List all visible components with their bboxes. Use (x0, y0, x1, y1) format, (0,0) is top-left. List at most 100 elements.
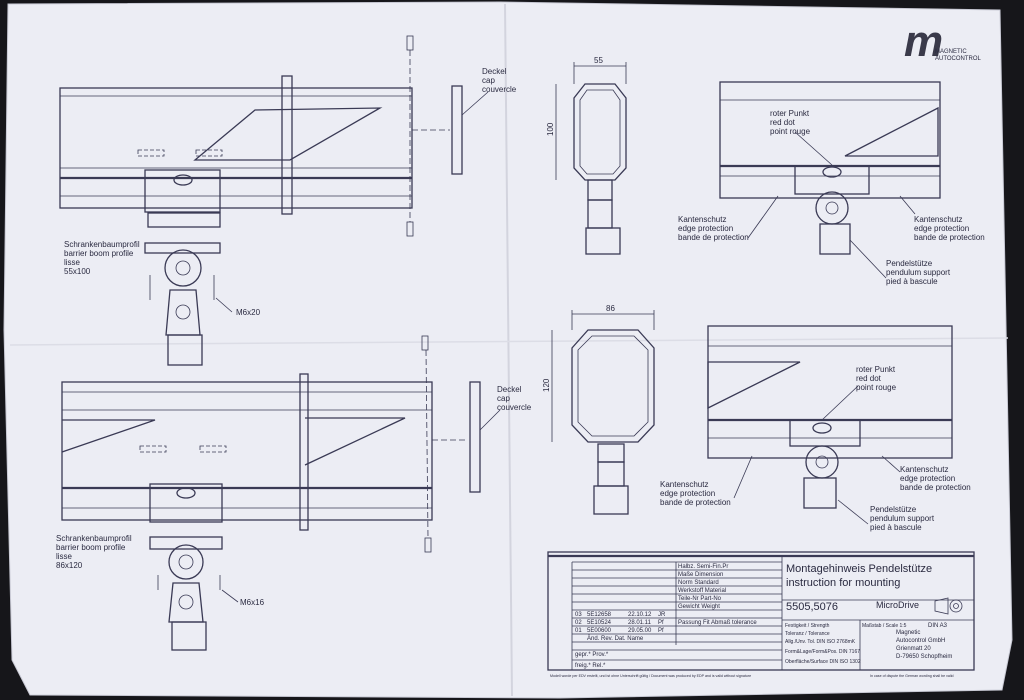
strap (299, 373, 309, 531)
edge-left-de: Kantenschutz (660, 480, 708, 489)
drawing-title-de: Montagehinweis Pendelstütze (786, 563, 932, 575)
profile-label-fr: lisse (64, 258, 81, 267)
company-city: D-79650 Schopfheim (896, 654, 952, 660)
top-left-boom-view: Deckel cap couvercle Schrankenbaumprofil… (59, 35, 517, 366)
red-dot-marker (812, 422, 832, 434)
red-dot-label-en: red dot (856, 374, 882, 383)
red-dot-label-en: red dot (770, 118, 796, 127)
drawing-title-en: instruction for mounting (786, 577, 900, 589)
drawing-number: 5505,5076 (786, 601, 838, 613)
company-street: Grienmatt 20 (896, 646, 931, 652)
bottom-right-mounting-view: roter Punkt red dot point rouge Kantensc… (660, 325, 971, 532)
spec-strength: Festigkeit / Strength (785, 623, 830, 629)
edge-right-de: Kantenschutz (900, 465, 948, 474)
cap-label-en: cap (482, 76, 495, 85)
paper-fold-horizontal (9, 337, 1009, 346)
row-standard: Norm Standard (678, 580, 719, 586)
edge-right-fr: bande de protection (900, 483, 971, 492)
cap-label-fr: couvercle (497, 403, 532, 412)
paper-fold (504, 3, 513, 697)
edge-right-en: edge protection (900, 474, 955, 483)
row-dimension: Maße Dimension (678, 572, 723, 578)
profile-octagon (573, 83, 627, 181)
company-logo: m MAGNETIC AUTOCONTROL (904, 17, 982, 66)
cap-label-de: Deckel (482, 67, 507, 76)
spec-form-position: Form&Lage/Form&Pos. DIN 7167 (785, 649, 860, 655)
cap-part (469, 381, 481, 493)
profile-label-size: 86x120 (56, 561, 83, 570)
spec-tolerance: Toleranz / Tolerance (785, 631, 830, 637)
profile-label-en: barrier boom profile (56, 543, 126, 552)
top-cross-section: 55 100 (546, 56, 627, 255)
pendulum-head (164, 249, 202, 287)
pendulum-en: pendulum support (886, 268, 951, 277)
rev1-index: 01 (575, 628, 582, 634)
rev3-number: 5E12658 (587, 612, 612, 618)
company-name: Magnetic (896, 630, 920, 636)
top-right-mounting-view: roter Punkt red dot point rouge Kantensc… (678, 81, 985, 286)
red-dot-label-de: roter Punkt (770, 109, 810, 118)
rev2-number: 5E10524 (587, 620, 612, 626)
boom-profile-outline (59, 87, 413, 209)
row-semi-finished: Halbz. Semi-Fin.Pr (678, 564, 728, 570)
pendulum-de: Pendelstütze (870, 505, 917, 514)
logo-line2: AUTOCONTROL (935, 56, 982, 62)
red-dot-marker (176, 487, 196, 499)
row-weight: Gewicht Weight (678, 604, 720, 610)
pendulum-en: pendulum support (870, 514, 935, 523)
projection-symbol-icon (934, 597, 963, 615)
boom-profile-outline (61, 381, 433, 521)
profile-label-en: barrier boom profile (64, 249, 134, 258)
row-part-no: Teile-Nr Part-No (678, 596, 722, 602)
red-dot-label-fr: point rouge (770, 127, 811, 136)
title-block: Halbz. Semi-Fin.Pr Maße Dimension Norm S… (547, 551, 975, 678)
screw-label: M6x20 (236, 308, 261, 317)
checked-label: gepr.* Prov.* (575, 652, 609, 658)
edge-right-de: Kantenschutz (914, 215, 962, 224)
footer-right: In case of dispute the German wording sh… (870, 674, 954, 678)
strap (281, 75, 293, 215)
row-material: Werkstoff Material (678, 588, 726, 594)
edge-left-fr: bande de protection (660, 498, 731, 507)
cap-label-fr: couvercle (482, 85, 517, 94)
profile-label-de: Schrankenbaumprofil (56, 534, 132, 543)
scale-label: Maßstab / Scale 1:5 (862, 623, 907, 629)
rev2-name: Pf (658, 620, 664, 626)
bottom-cross-section: 86 120 (542, 304, 655, 515)
profile-label-fr: lisse (56, 552, 73, 561)
cap-label-de: Deckel (497, 385, 522, 394)
red-dot-marker (173, 174, 193, 186)
rev3-date: 22.10.12 (628, 612, 652, 618)
edge-right-fr: bande de protection (914, 233, 985, 242)
edge-left-en: edge protection (678, 224, 733, 233)
screw-label: M6x16 (240, 598, 265, 607)
profile-octagon (571, 329, 655, 443)
edge-right-en: edge protection (914, 224, 969, 233)
bottom-left-boom-view: Deckel cap couvercle Schrankenbaumprofil… (56, 335, 532, 651)
spec-surface: Oberfläche/Surface DIN ISO 1302 (785, 659, 861, 665)
profile-label-de: Schrankenbaumprofil (64, 240, 140, 249)
spec-general-tolerance: Allg./Unv. Tol. DIN ISO 2768mK (785, 639, 856, 645)
cap-part (451, 85, 463, 175)
rev-header: Änd. Rev. Dat. Name (587, 635, 644, 642)
logo-mark: m (904, 17, 943, 66)
product-name: MicroDrive (876, 600, 919, 610)
released-label: freig.* Rel.* (575, 663, 606, 669)
pendulum-fr: pied à bascule (870, 523, 922, 532)
red-dot-marker (822, 166, 842, 178)
rev1-number: 5E00600 (587, 628, 612, 634)
edge-left-en: edge protection (660, 489, 715, 498)
rev3-name: JR (658, 612, 666, 618)
red-dot-label-fr: point rouge (856, 383, 897, 392)
rev2-date: 28.01.11 (628, 620, 652, 626)
pendulum-fr: pied à bascule (886, 277, 938, 286)
profile-label-size: 55x100 (64, 267, 91, 276)
rev3-index: 03 (575, 612, 582, 618)
pendulum-de: Pendelstütze (886, 259, 933, 268)
cap-label-en: cap (497, 394, 510, 403)
height-dimension: 120 (542, 378, 551, 392)
width-dimension: 55 (594, 56, 603, 65)
paper-size: DIN A3 (928, 623, 948, 629)
footer-left: Modell worde per EDV erstellt, und ist o… (550, 674, 751, 678)
logo-line1: MAGNETIC (935, 49, 967, 55)
